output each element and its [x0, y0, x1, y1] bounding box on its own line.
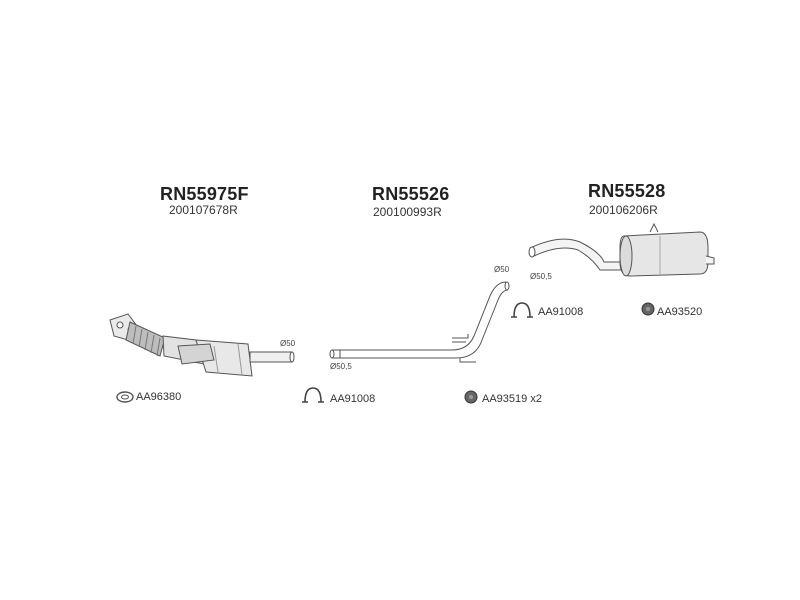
rear-silencer	[528, 222, 715, 277]
dimension-mid-outlet: Ø50	[494, 265, 510, 274]
accessory-label-clamp-upper: AA91008	[538, 306, 584, 318]
accessory-label-gasket: AA96380	[136, 391, 182, 403]
dimension-rear-inlet: Ø50,5	[530, 272, 552, 281]
front-catalyst-pipe	[109, 313, 295, 377]
rubber-mount-icon	[641, 302, 655, 316]
oem-number-rear: 200106206R	[589, 203, 658, 217]
accessory-label-mount-upper: AA93520	[657, 306, 703, 318]
clamp-icon	[302, 387, 324, 403]
part-number-middle: RN55526	[372, 184, 450, 204]
part-number-rear: RN55528	[588, 181, 666, 201]
dimension-mid-inlet: Ø50,5	[330, 362, 352, 371]
accessory-label-mount-lower: AA93519 x2	[482, 393, 542, 405]
oem-number-front: 200107678R	[169, 203, 238, 217]
clamp-icon	[511, 302, 533, 318]
rubber-mount-icon	[464, 390, 478, 404]
middle-pipe	[329, 281, 510, 363]
accessory-label-clamp-lower: AA91008	[330, 393, 376, 405]
oem-number-middle: 200100993R	[373, 205, 442, 219]
gasket-ring-icon	[116, 391, 134, 403]
part-number-front: RN55975F	[160, 184, 249, 204]
dimension-cat-outlet: Ø50	[280, 339, 296, 348]
